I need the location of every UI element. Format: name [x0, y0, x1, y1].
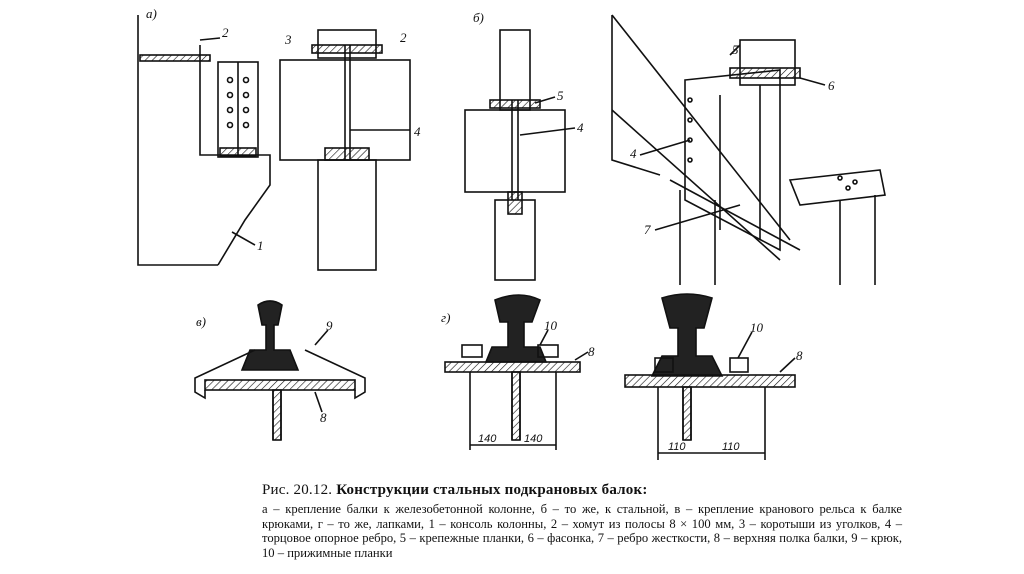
dimension-140-left: 140: [478, 433, 497, 445]
caption-number: Рис. 20.12.: [262, 482, 333, 498]
dimension-110-left: 110: [668, 441, 686, 453]
panel-v-label: в): [196, 314, 206, 329]
figure-caption: Рис. 20.12. Конструкции стальных подкран…: [262, 482, 902, 560]
callout-4: 4: [414, 124, 421, 139]
callout-9: 9: [326, 318, 333, 333]
callout-5: 5: [557, 88, 564, 103]
panel-g-label: г): [441, 310, 450, 325]
dimension-110-right: 110: [722, 441, 740, 453]
callout-2b: 2: [400, 30, 407, 45]
callout-1: 1: [257, 238, 264, 253]
callout-6: 6: [828, 78, 835, 93]
callout-8: 8: [320, 410, 327, 425]
callout-10: 10: [544, 318, 558, 333]
callout-3: 3: [284, 32, 292, 47]
callout-5b: 5: [732, 42, 739, 57]
panel-b-label: б): [473, 10, 484, 25]
callout-8c: 8: [796, 348, 803, 363]
callout-4c: 4: [630, 146, 637, 161]
panel-a-label: а): [146, 6, 157, 21]
panel-v-drawing: в) 9 8: [194, 300, 366, 441]
panel-g-left-drawing: г) 140 140 10 8: [441, 294, 595, 450]
callout-4b: 4: [577, 120, 584, 135]
panel-b-drawing: б) 5 4: [464, 10, 584, 281]
dimension-140-right: 140: [524, 433, 543, 445]
panel-g-right-drawing: 110 110 10 8: [624, 293, 803, 460]
callout-8b: 8: [588, 344, 595, 359]
panel-a-drawing: а) 2 1 3 2 4: [137, 6, 421, 271]
caption-title-line: Рис. 20.12. Конструкции стальных подкран…: [262, 482, 902, 499]
panel-b-perspective-drawing: 5 6 4 7: [611, 14, 886, 285]
callout-7: 7: [644, 222, 651, 237]
callout-2: 2: [222, 25, 229, 40]
callout-10b: 10: [750, 320, 764, 335]
caption-title: Конструкции стальных подкрановых балок:: [336, 482, 648, 498]
caption-body: а – крепление балки к железобетонной кол…: [262, 502, 902, 560]
